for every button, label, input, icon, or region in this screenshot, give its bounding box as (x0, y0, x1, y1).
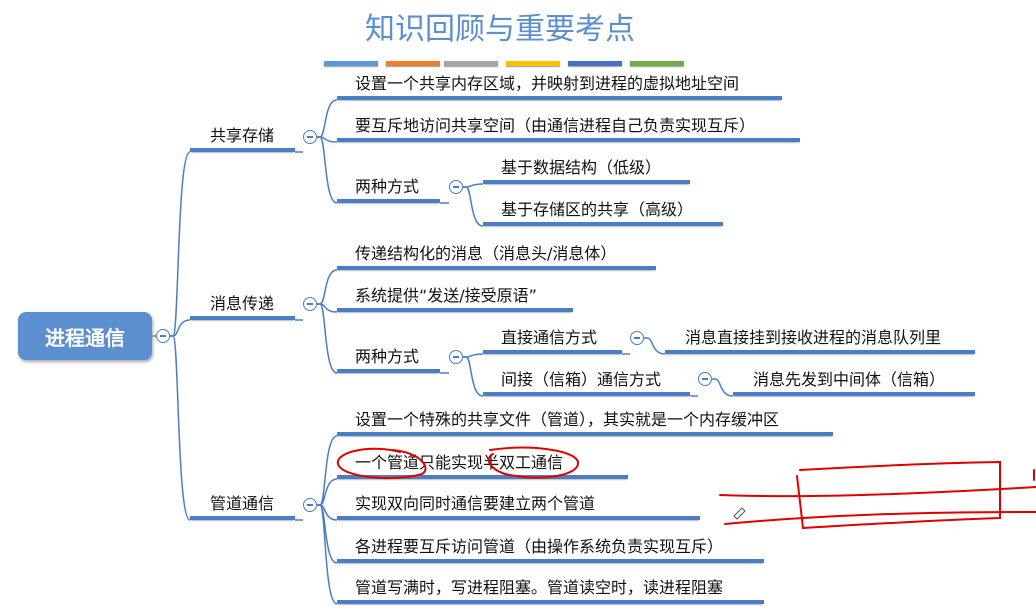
item-text: 设置一个共享内存区域，并映射到进程的虚拟地址空间 (355, 74, 740, 93)
collapse-icon[interactable] (698, 372, 712, 386)
collapse-icon[interactable] (303, 498, 317, 512)
item-text: 各进程要互斥访问管道（由操作系统负责实现互斥） (355, 537, 724, 556)
collapse-icon[interactable] (303, 297, 317, 311)
connector (317, 478, 338, 506)
collapse-icon[interactable] (156, 329, 170, 343)
item-text: 基于存储区的共享（高级） (501, 200, 694, 219)
connector (317, 504, 338, 521)
connector (317, 99, 338, 138)
shared-method-item[interactable]: 基于存储区的共享（高级） (483, 198, 723, 226)
item-text: 直接通信方式 (501, 328, 598, 347)
item-text: 实现双向同时通信要建立两个管道 (355, 494, 596, 513)
shared-item[interactable]: 要互斥地访问共享空间（由通信进程自己负责实现互斥） (337, 114, 800, 142)
shared-methods[interactable]: 两种方式 (337, 175, 440, 203)
color-bar (568, 61, 622, 66)
topic-shared-memory[interactable]: 共享存储 (190, 124, 295, 152)
item-text: 管道写满时，写进程阻塞。管道读空时，读进程阻塞 (355, 578, 724, 597)
connector (170, 319, 191, 337)
color-bar (386, 61, 440, 66)
pipe-item[interactable]: 设置一个特殊的共享文件（管道），其实就是一个内存缓冲区 (337, 408, 833, 436)
pipe-item[interactable]: 管道写满时，写进程阻塞。管道读空时，读进程阻塞 (337, 576, 764, 604)
connector (170, 335, 191, 521)
page-title: 知识回顾与重要考点 (365, 12, 635, 47)
connector (317, 136, 338, 204)
connector (644, 337, 666, 355)
color-bar (506, 61, 560, 66)
direct-detail[interactable]: 消息直接挂到接收进程的消息队列里 (665, 326, 975, 354)
connector (317, 269, 338, 305)
color-bar (444, 61, 498, 66)
pipe-item[interactable]: 一个管道只能实现半双工通信 (337, 451, 628, 479)
item-text: 要互斥地访问共享空间（由通信进程自己负责实现互斥） (355, 116, 756, 135)
item-text: 传递结构化的消息（消息头/消息体） (355, 244, 617, 263)
shared-method-item[interactable]: 基于数据结构（低级） (483, 156, 690, 184)
topic-label: 消息传递 (210, 294, 275, 313)
collapse-icon[interactable] (449, 350, 463, 364)
connector (317, 504, 338, 605)
item-text: 间接（信箱）通信方式 (501, 370, 662, 389)
item-text: 基于数据结构（低级） (501, 158, 662, 177)
direct-communication[interactable]: 直接通信方式 (483, 326, 622, 354)
connector (317, 435, 338, 506)
item-text: 消息直接挂到接收进程的消息队列里 (685, 328, 942, 347)
collapse-icon[interactable] (303, 130, 317, 144)
item-text: 两种方式 (355, 177, 420, 196)
item-text: 设置一个特殊的共享文件（管道），其实就是一个内存缓冲区 (355, 410, 780, 429)
connector (317, 303, 338, 374)
item-text: 消息先发到中间体（信箱） (753, 370, 946, 389)
color-bar (630, 61, 684, 66)
topic-label: 共享存储 (210, 126, 275, 145)
item-text: 系统提供“发送/接受原语” (355, 286, 537, 305)
connector (317, 303, 338, 313)
root-topic[interactable]: 进程通信 (18, 312, 152, 360)
indirect-detail[interactable]: 消息先发到中间体（信箱） (733, 368, 975, 396)
color-bar (324, 61, 378, 66)
message-item[interactable]: 传递结构化的消息（消息头/消息体） (337, 242, 656, 270)
topic-message-passing[interactable]: 消息传递 (190, 292, 295, 320)
collapse-icon[interactable] (449, 180, 463, 194)
indirect-communication[interactable]: 间接（信箱）通信方式 (483, 368, 690, 396)
collapse-icon[interactable] (630, 331, 644, 345)
item-text: 一个管道只能实现半双工通信 (355, 453, 564, 472)
connector (170, 151, 191, 337)
connector (463, 356, 484, 397)
message-methods[interactable]: 两种方式 (337, 345, 440, 373)
shared-item[interactable]: 设置一个共享内存区域，并映射到进程的虚拟地址空间 (337, 72, 782, 100)
item-text: 两种方式 (355, 347, 420, 366)
topic-label: 管道通信 (210, 494, 275, 513)
connector (712, 378, 734, 397)
message-item[interactable]: 系统提供“发送/接受原语” (337, 284, 573, 312)
topic-pipe[interactable]: 管道通信 (190, 492, 295, 520)
pipe-item[interactable]: 实现双向同时通信要建立两个管道 (337, 492, 700, 520)
pipe-item[interactable]: 各进程要互斥访问管道（由操作系统负责实现互斥） (337, 535, 764, 563)
connector (463, 186, 484, 227)
